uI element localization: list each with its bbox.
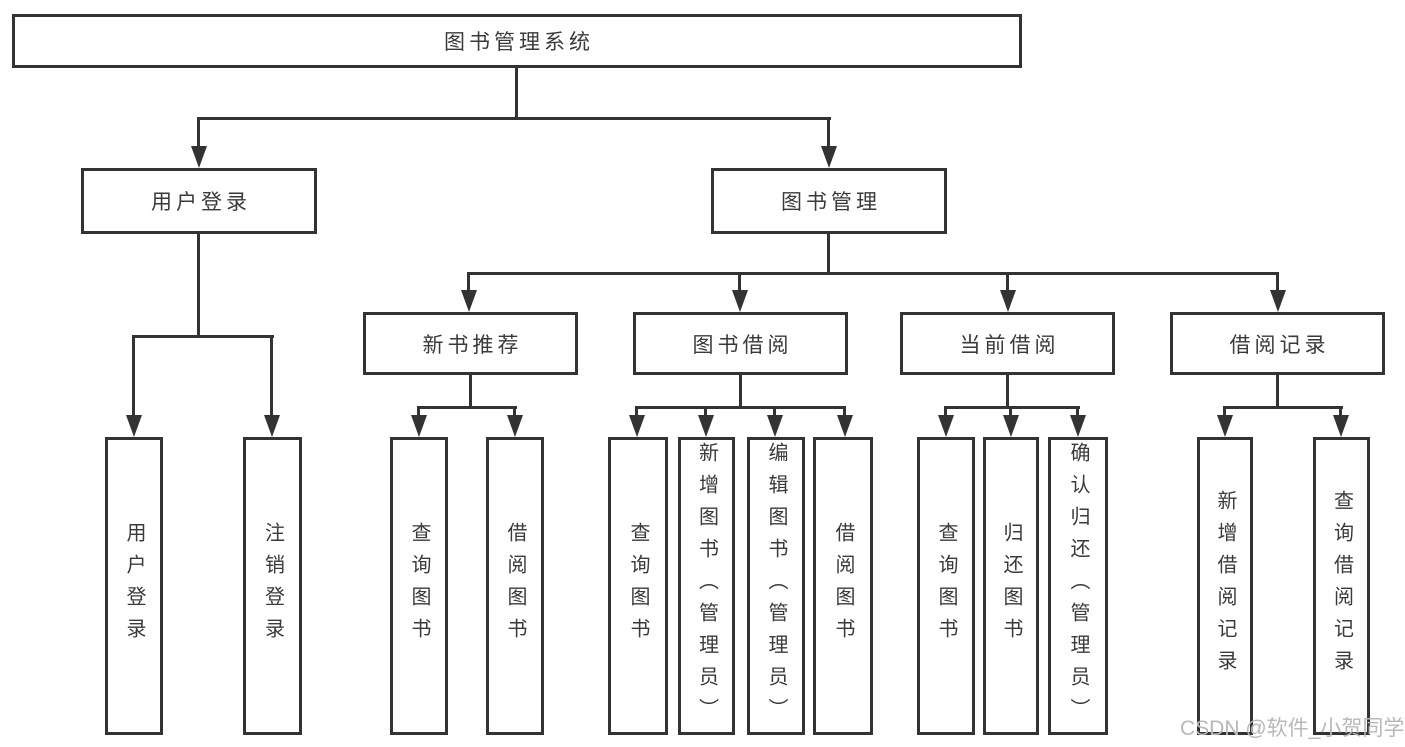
leaf-add-books-admin: 新增图书（管理员） (678, 437, 735, 735)
connector-line (270, 337, 273, 418)
leaf-label: 编辑图书（管理员） (765, 442, 787, 730)
node-new-book-recommend: 新书推荐 (363, 312, 578, 375)
leaf-edit-books-admin: 编辑图书（管理员） (747, 437, 805, 735)
connector-line (1223, 406, 1343, 409)
leaf-borrow-books: 借阅图书 (813, 437, 873, 735)
leaf-query-books-current: 查询图书 (917, 437, 975, 735)
connector-line (704, 408, 707, 420)
arrowhead-down-icon (938, 415, 954, 437)
arrowhead-down-icon (126, 415, 142, 437)
csdn-watermark: CSDN @软件_小贺同学 (1180, 717, 1405, 740)
connector-line (827, 234, 830, 274)
node-user-login: 用户登录 (81, 168, 317, 234)
connector-line (469, 375, 472, 408)
arrowhead-down-icon (1003, 415, 1019, 437)
connector-line (1076, 408, 1079, 420)
node-borrowing-records: 借阅记录 (1170, 312, 1385, 375)
connector-line (1339, 408, 1342, 420)
connector-line (635, 408, 638, 420)
connector-line (513, 408, 516, 420)
connector-line (132, 337, 135, 418)
leaf-confirm-return-admin: 确认归还（管理员） (1048, 437, 1108, 735)
connector-line (1006, 375, 1009, 408)
connector-line (467, 274, 470, 294)
leaf-logout: 注销登录 (243, 437, 302, 735)
node-book-borrowing: 图书借阅 (633, 312, 848, 375)
leaf-label: 查询借阅记录 (1330, 490, 1353, 682)
arrowhead-down-icon (1217, 415, 1233, 437)
connector-line (197, 234, 200, 337)
leaf-return-books: 归还图书 (983, 437, 1039, 735)
arrowhead-down-icon (191, 146, 207, 168)
node-current-borrowing: 当前借阅 (900, 312, 1115, 375)
leaf-label: 用户登录 (123, 522, 145, 650)
connector-line (635, 406, 846, 409)
arrowhead-down-icon (264, 415, 280, 437)
leaf-label: 借阅图书 (832, 522, 854, 650)
arrowhead-down-icon (629, 415, 645, 437)
arrowhead-down-icon (1333, 415, 1349, 437)
connector-line (1006, 274, 1009, 294)
leaf-label: 查询图书 (627, 522, 649, 650)
node-book-management-system: 图书管理系统 (12, 14, 1022, 68)
leaf-query-books-recommend: 查询图书 (390, 437, 448, 735)
leaf-query-books-borrow: 查询图书 (608, 437, 668, 735)
leaf-borrow-books-recommend: 借阅图书 (486, 437, 544, 735)
connector-line (773, 408, 776, 420)
connector-line (132, 335, 274, 338)
arrowhead-down-icon (698, 415, 714, 437)
leaf-label: 归还图书 (1000, 522, 1022, 650)
connector-line (417, 408, 420, 420)
connector-line (739, 375, 742, 408)
arrowhead-down-icon (1000, 290, 1016, 312)
connector-line (1223, 408, 1226, 420)
node-book-management: 图书管理 (711, 168, 947, 234)
arrowhead-down-icon (507, 415, 523, 437)
connector-line (738, 274, 741, 294)
connector-line (944, 408, 947, 420)
connector-line (515, 68, 518, 119)
connector-line (197, 117, 831, 120)
arrowhead-down-icon (1070, 415, 1086, 437)
leaf-label: 新增图书（管理员） (695, 442, 718, 730)
connector-line (197, 119, 200, 151)
leaf-add-borrow-record: 新增借阅记录 (1197, 437, 1253, 735)
leaf-user-login: 用户登录 (105, 437, 163, 735)
connector-line (467, 272, 1279, 275)
arrowhead-down-icon (732, 290, 748, 312)
arrowhead-down-icon (837, 415, 853, 437)
connector-line (944, 406, 1080, 409)
arrowhead-down-icon (767, 415, 783, 437)
arrowhead-down-icon (411, 415, 427, 437)
arrowhead-down-icon (821, 146, 837, 168)
connector-line (843, 408, 846, 420)
connector-line (1276, 375, 1279, 408)
connector-line (1276, 274, 1279, 294)
leaf-label: 确认归还（管理员） (1067, 442, 1089, 730)
connector-line (1009, 408, 1012, 420)
arrowhead-down-icon (1270, 290, 1286, 312)
connector-line (417, 406, 517, 409)
leaf-label: 新增借阅记录 (1214, 490, 1236, 682)
leaf-label: 查询图书 (935, 522, 957, 650)
leaf-label: 借阅图书 (504, 522, 526, 650)
leaf-label: 查询图书 (408, 522, 430, 650)
connector-line (827, 119, 830, 151)
leaf-label: 注销登录 (261, 522, 284, 650)
leaf-query-borrow-record: 查询借阅记录 (1313, 437, 1370, 735)
arrowhead-down-icon (461, 290, 477, 312)
